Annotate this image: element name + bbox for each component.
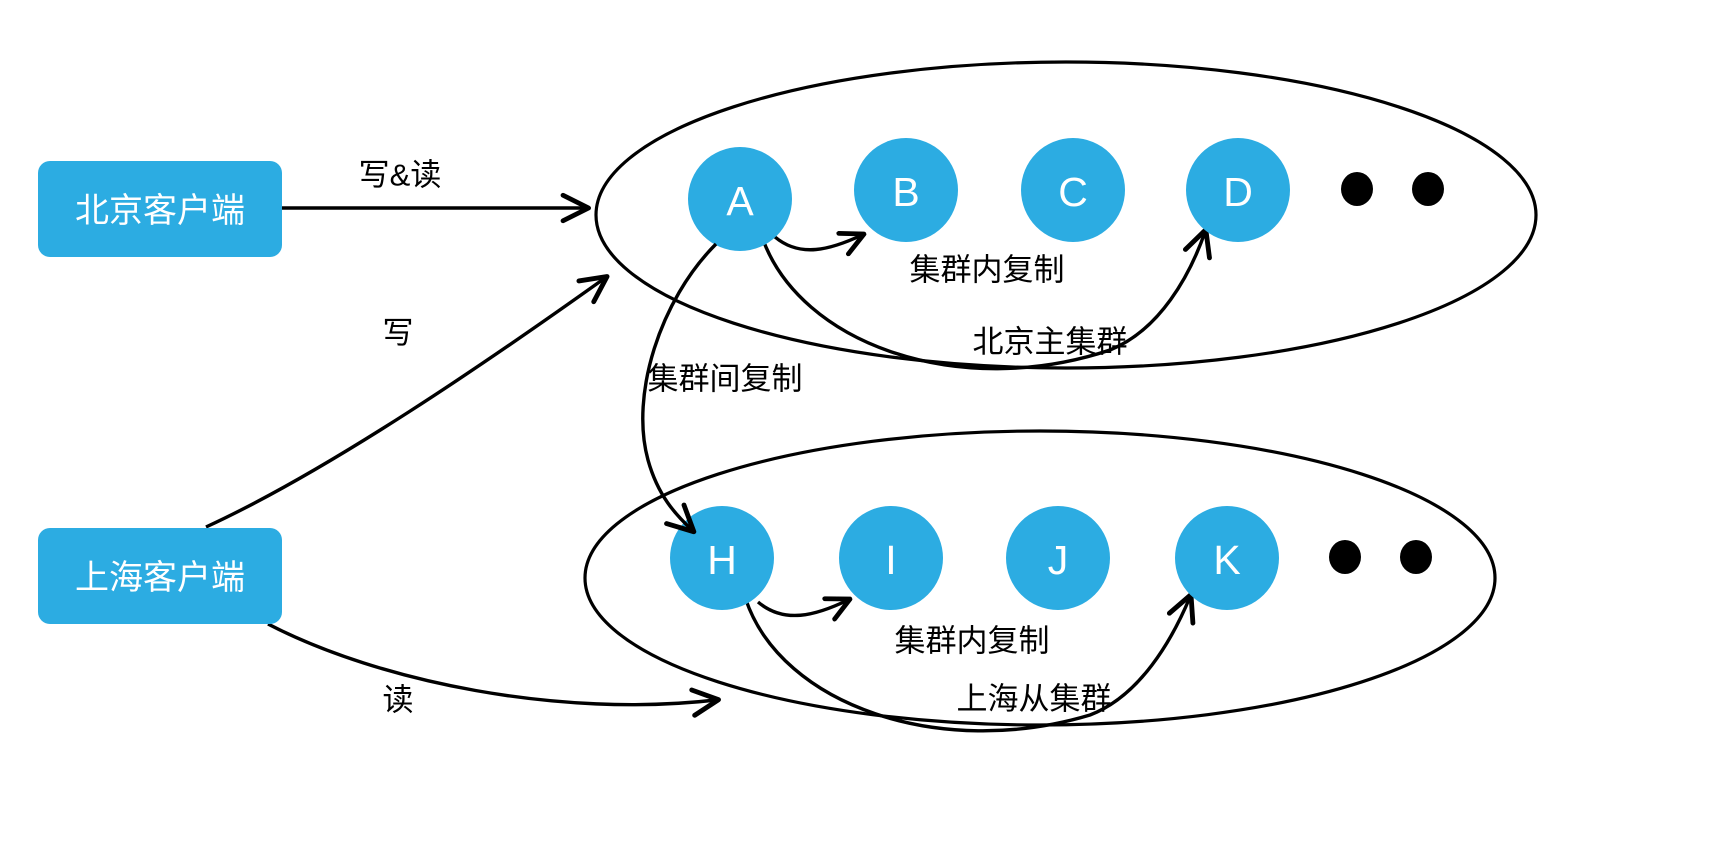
edge-shanghai-intra-h-to-k (744, 592, 1196, 733)
node-circle-d[interactable] (1186, 138, 1290, 242)
label-inter-cluster-replication: 集群间复制 (648, 362, 803, 397)
edge-path-shanghai-write (205, 274, 610, 529)
edge-path-shanghai-read (267, 622, 721, 718)
beijing-client-box[interactable] (38, 161, 282, 257)
node-label-i: I (885, 537, 896, 583)
node-circle-b[interactable] (854, 138, 958, 242)
shanghai-client[interactable]: 上海客户端 (38, 528, 282, 624)
edge-beijing-intra-a-to-b (773, 235, 862, 250)
node-label-j: J (1048, 537, 1069, 583)
node-label-h: H (707, 537, 737, 583)
shanghai-slave-cluster: H I J K 集群内复制 上海从集群 (583, 429, 1497, 733)
node-j[interactable]: J (1006, 506, 1110, 610)
ellipsis-dot-2-shanghai (1400, 540, 1432, 574)
edge-beijing-intra-a-to-d (760, 227, 1212, 371)
ellipsis-dot-2-beijing (1412, 172, 1444, 206)
ellipsis-dot-1-shanghai (1329, 540, 1361, 574)
edge-beijing-client-to-master: 写&读 (282, 158, 591, 224)
caption-beijing-master-cluster: 北京主集群 (973, 325, 1128, 360)
label-shanghai-read: 读 (383, 683, 414, 718)
node-b[interactable]: B (854, 138, 958, 242)
caption-shanghai-slave-cluster: 上海从集群 (957, 682, 1112, 717)
node-circle-k[interactable] (1175, 506, 1279, 610)
edge-shanghai-client-write: 写 (205, 274, 610, 529)
ellipsis-dot-1-beijing (1341, 172, 1373, 206)
label-beijing-intra-replication: 集群内复制 (910, 253, 1065, 288)
edge-shanghai-intra-h-to-i (756, 600, 848, 615)
label-shanghai-intra-replication: 集群内复制 (895, 624, 1050, 659)
label-beijing-write-read: 写&读 (359, 158, 442, 193)
node-circle-a[interactable] (688, 147, 792, 251)
beijing-client-label: 北京客户端 (75, 192, 245, 230)
shanghai-client-box[interactable] (38, 528, 282, 624)
node-label-k: K (1213, 537, 1240, 583)
node-label-b: B (892, 169, 919, 215)
node-circle-j[interactable] (1006, 506, 1110, 610)
shanghai-client-label: 上海客户端 (75, 559, 245, 597)
node-label-a: A (726, 178, 754, 224)
edge-shanghai-client-read: 读 (267, 622, 721, 718)
node-label-d: D (1223, 169, 1253, 215)
node-circle-i[interactable] (839, 506, 943, 610)
node-c[interactable]: C (1021, 138, 1125, 242)
label-shanghai-write: 写 (383, 316, 414, 351)
node-label-c: C (1058, 169, 1088, 215)
node-i[interactable]: I (839, 506, 943, 610)
cluster-outline-beijing (594, 60, 1538, 370)
edge-inter-cluster-replication (641, 242, 718, 535)
node-d[interactable]: D (1186, 138, 1290, 242)
beijing-client[interactable]: 北京客户端 (38, 161, 282, 257)
node-a[interactable]: A (688, 147, 792, 251)
node-circle-c[interactable] (1021, 138, 1125, 242)
beijing-master-cluster: A B C D 集群内复制 北京主集群 (594, 60, 1538, 371)
node-k[interactable]: K (1175, 506, 1279, 610)
